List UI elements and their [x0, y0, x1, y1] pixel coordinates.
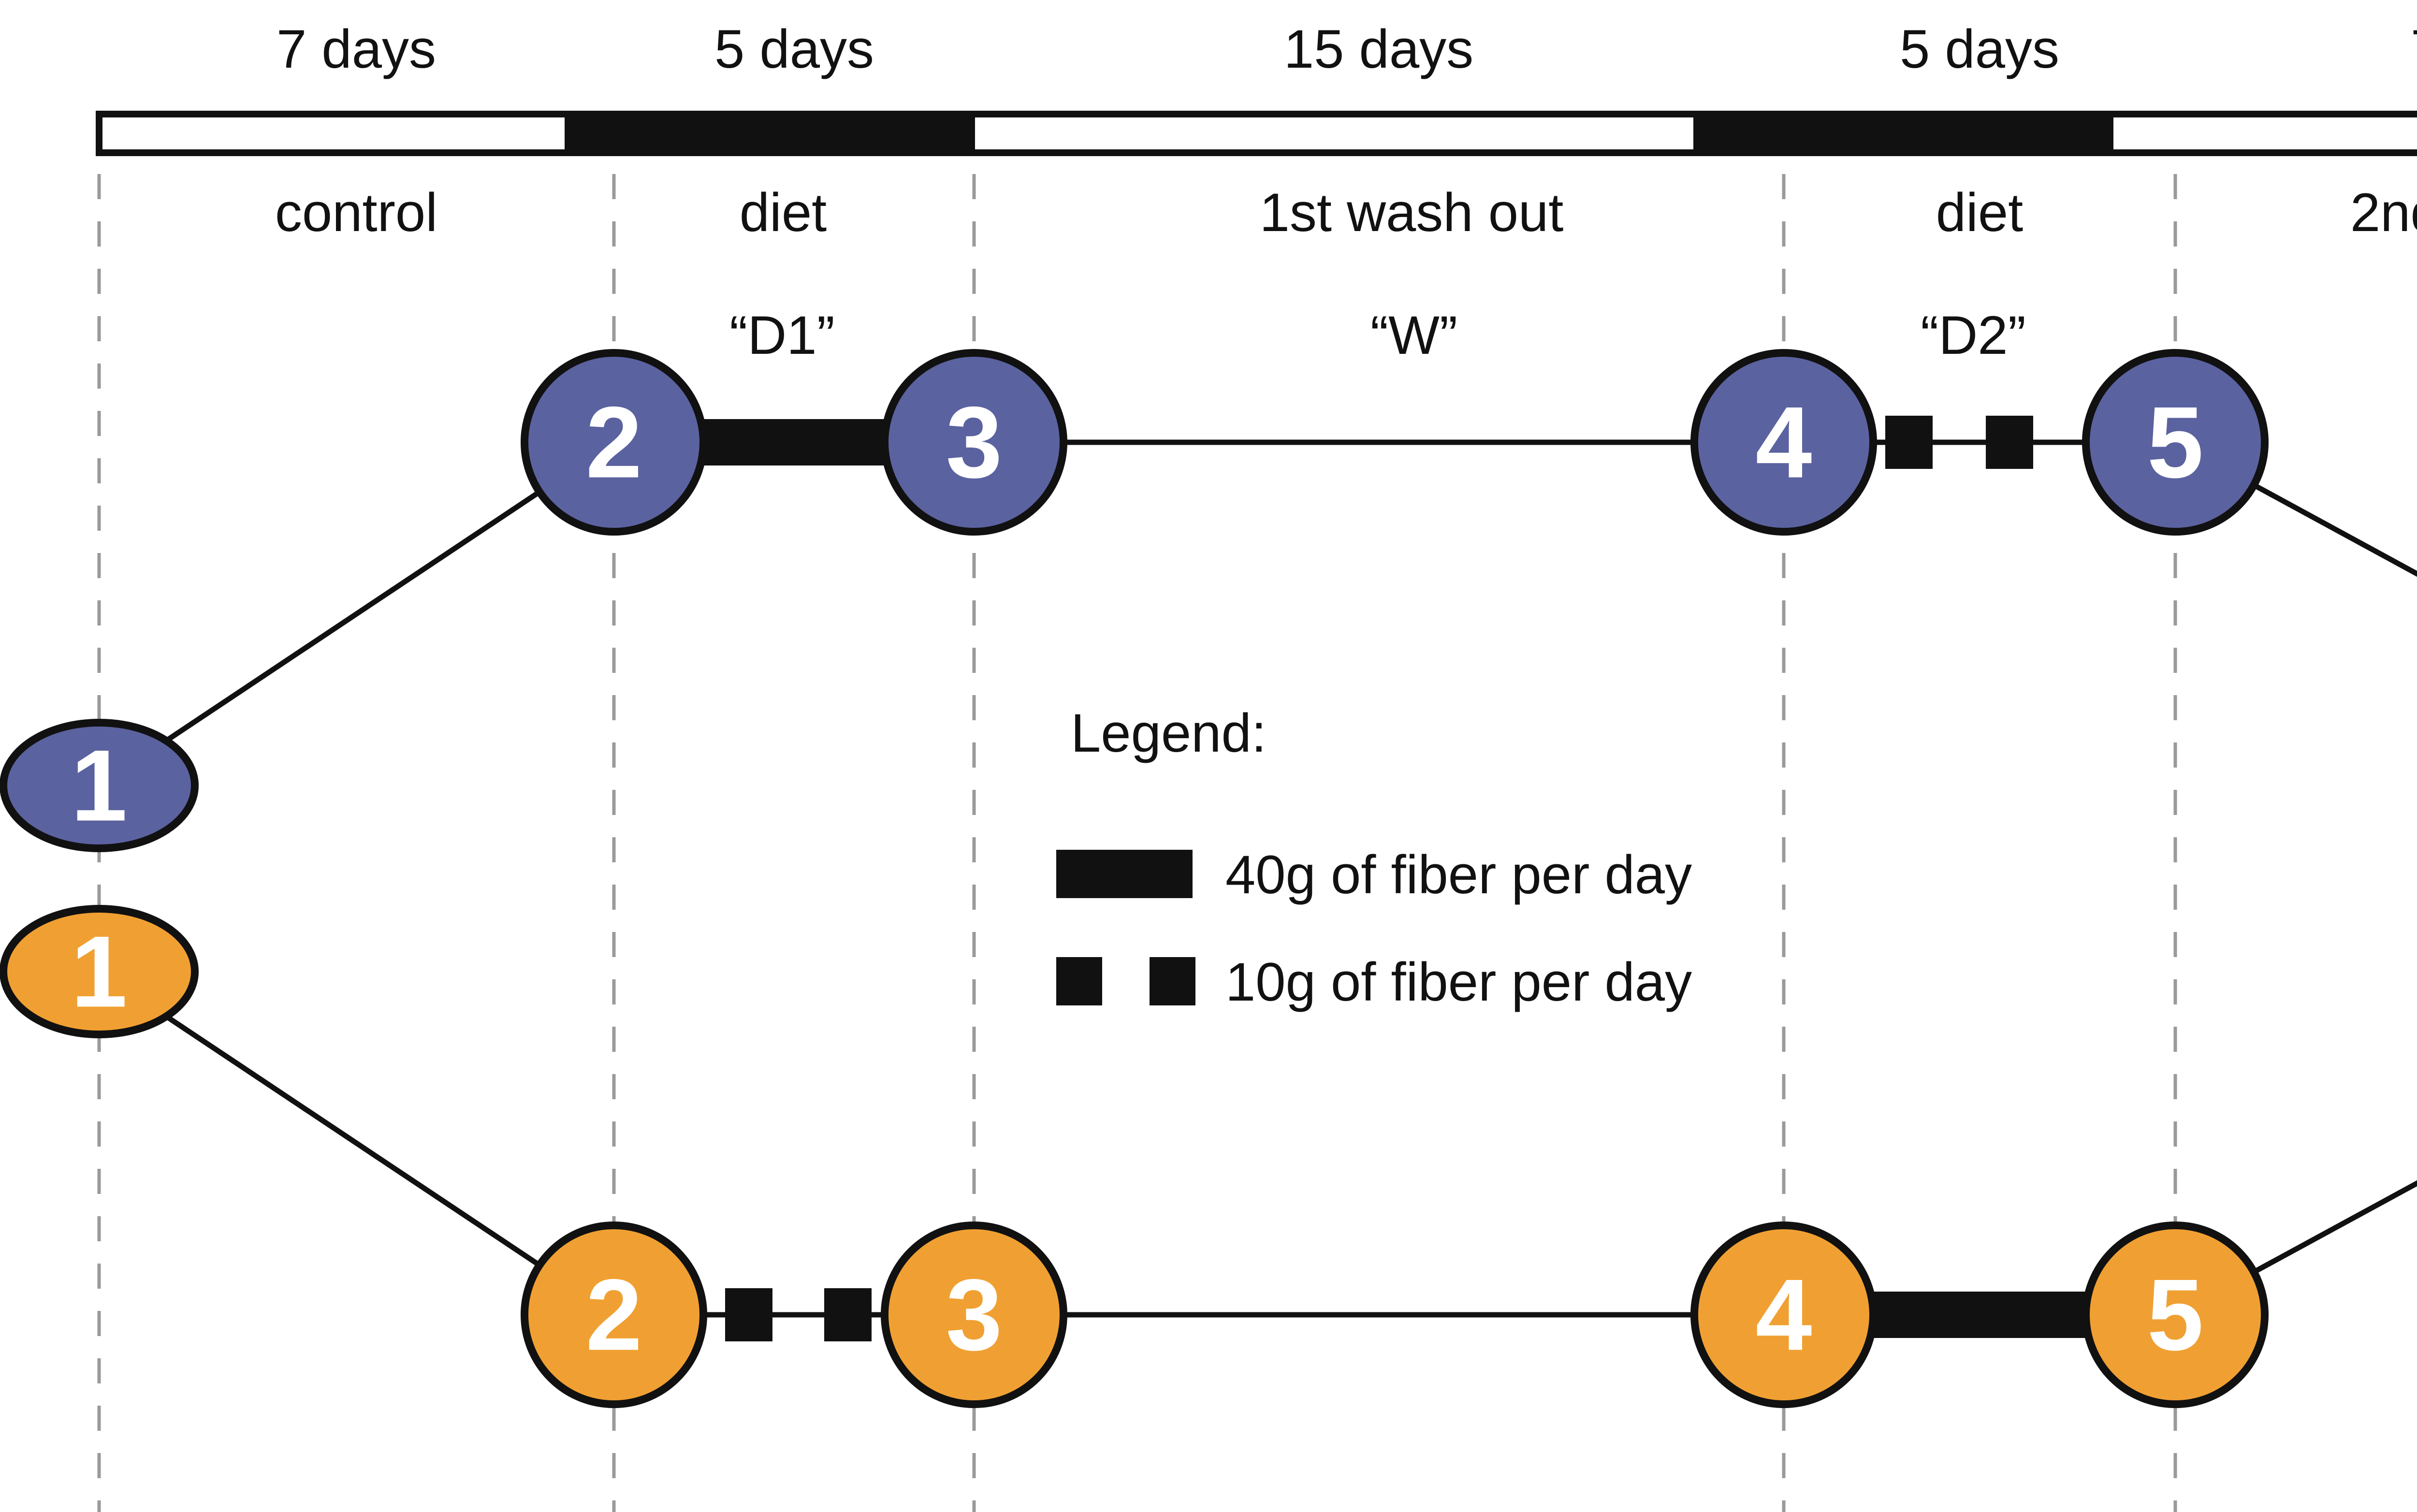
- node-a3[interactable]: 3: [881, 349, 1067, 536]
- phase-label-washout-1: 1st wash out: [1260, 182, 1564, 243]
- phase-label-control: control: [275, 182, 437, 243]
- legend-entry-10g: 10g of fiber per day: [1056, 952, 1692, 1012]
- period-code-d2: “D2”: [1921, 305, 2026, 365]
- legend-entry-40g: 40g of fiber per day: [1056, 844, 1692, 905]
- node-b1[interactable]: 1: [0, 905, 199, 1038]
- legend-title: Legend:: [1071, 703, 1267, 763]
- phase-label-diet-2: diet: [1936, 182, 2024, 243]
- timeline-segment-diet-2: [1697, 111, 2110, 156]
- node-a2[interactable]: 2: [521, 349, 707, 536]
- duration-label-washout-2: 7 days: [2411, 19, 2417, 79]
- node-a5[interactable]: 5: [2082, 349, 2269, 536]
- duration-label-diet-2: 5 days: [1900, 19, 2059, 79]
- node-a5-label: 5: [2147, 386, 2204, 499]
- dash-block: [725, 1288, 772, 1341]
- period-code-d1: “D1”: [729, 305, 835, 365]
- node-b5[interactable]: 5: [2082, 1221, 2269, 1408]
- node-b2-label: 2: [586, 1258, 642, 1372]
- legend-swatch-dashed-block: [1056, 957, 1102, 1005]
- duration-label-washout-1: 15 days: [1284, 19, 1473, 79]
- node-b4-label: 4: [1756, 1258, 1812, 1372]
- node-b3[interactable]: 3: [881, 1221, 1067, 1408]
- phase-labels: control diet 1st wash out diet 2nd wash …: [275, 182, 2417, 243]
- node-a4-label: 4: [1756, 386, 1812, 499]
- node-b5-label: 5: [2147, 1258, 2204, 1372]
- link-a-5-6: [2174, 440, 2417, 577]
- legend: Legend: 40g of fiber per day 10g of fibe…: [1056, 703, 1692, 1012]
- legend-label-40g: 40g of fiber per day: [1225, 844, 1692, 905]
- node-b1-label: 1: [71, 915, 128, 1029]
- node-a1[interactable]: 1: [0, 719, 199, 852]
- duration-label-diet-1: 5 days: [714, 19, 874, 79]
- arm-a-nodes: 1 2 3 4 5 6: [0, 349, 2269, 852]
- node-b3-label: 3: [946, 1258, 1003, 1372]
- link-a-1-2: [97, 440, 616, 788]
- timeline-segment-control: [96, 111, 571, 156]
- period-codes: “D1” “W” “D2”: [729, 305, 2026, 365]
- timeline-segment-washout-1: [968, 111, 1700, 156]
- dash-block: [1986, 416, 2033, 469]
- dash-block: [824, 1288, 872, 1341]
- legend-swatch-dashed-block: [1150, 957, 1195, 1005]
- period-code-w: “W”: [1370, 305, 1457, 365]
- duration-label-control: 7 days: [277, 19, 436, 79]
- node-a2-label: 2: [586, 386, 642, 499]
- timeline-bar: [96, 111, 2417, 156]
- node-a3-label: 3: [946, 386, 1003, 499]
- timeline-segment-washout-2: [2107, 111, 2417, 156]
- node-a1-label: 1: [71, 729, 128, 843]
- duration-labels: 7 days 5 days 15 days 5 days 7 days: [277, 19, 2417, 79]
- node-b4[interactable]: 4: [1690, 1221, 1877, 1408]
- phase-label-washout-2: 2nd wash out: [2350, 182, 2417, 243]
- arm-b-nodes: 1 2 3 4 5 6: [0, 905, 2269, 1408]
- link-b-1-2: [97, 969, 616, 1317]
- legend-label-10g: 10g of fiber per day: [1225, 952, 1692, 1012]
- legend-swatch-solid-bar: [1056, 850, 1193, 898]
- timeline-segment-diet-1: [568, 111, 972, 156]
- node-a4[interactable]: 4: [1690, 349, 1877, 536]
- phase-label-diet-1: diet: [740, 182, 827, 243]
- link-b-5-6: [2174, 1180, 2417, 1317]
- arm-b-links: [97, 969, 2417, 1341]
- dash-block: [1885, 416, 1933, 469]
- node-b2[interactable]: 2: [521, 1221, 707, 1408]
